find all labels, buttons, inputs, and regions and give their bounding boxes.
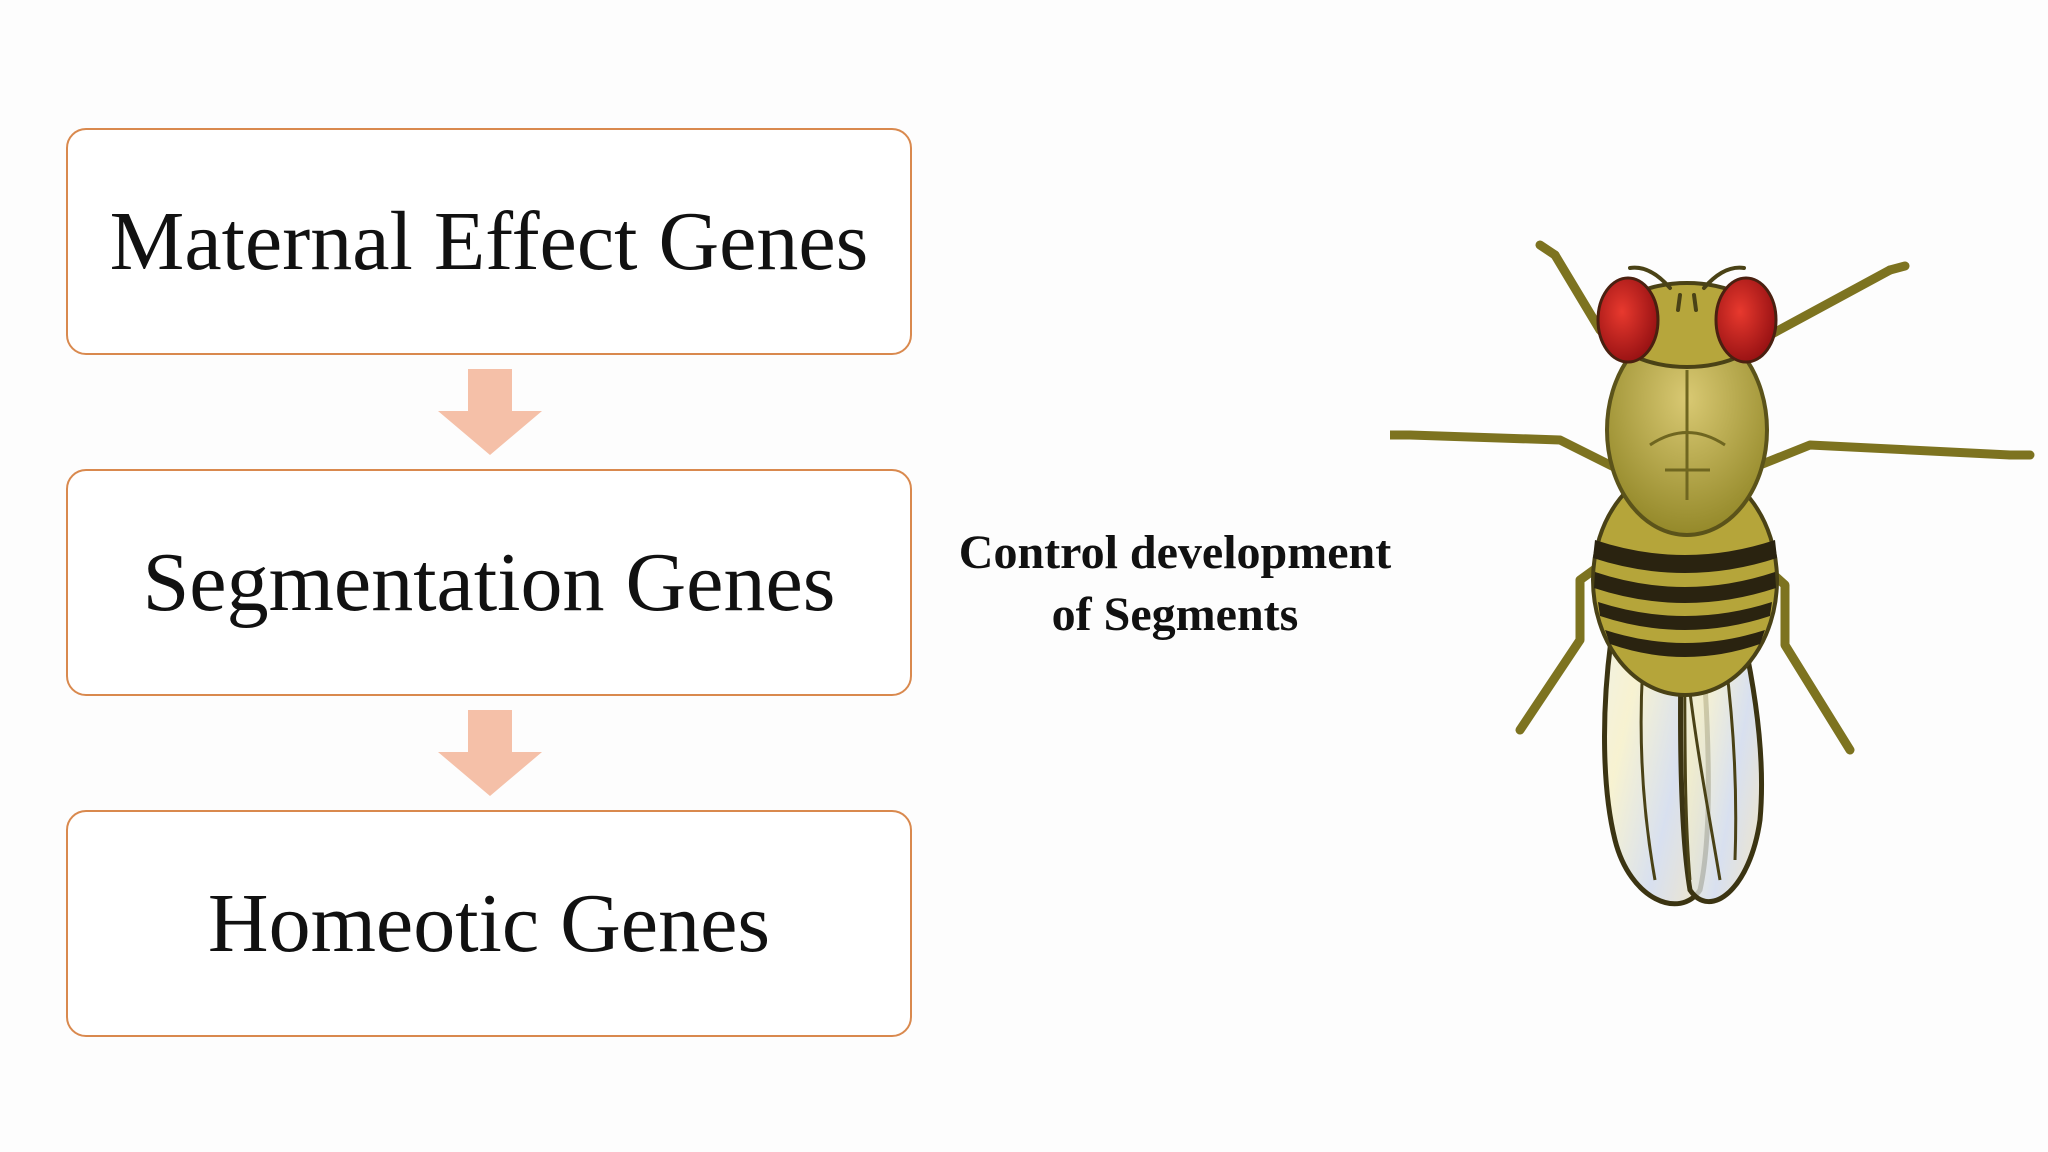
homeotic-genes-box: Homeotic Genes [66, 810, 912, 1037]
caption-line-1: Control development [958, 526, 1392, 579]
homeotic-genes-label: Homeotic Genes [207, 877, 771, 970]
segmentation-genes-box: Segmentation Genes [66, 469, 912, 696]
down-arrow-1 [438, 369, 542, 455]
fruit-fly-icon [1390, 240, 2035, 907]
segment-development-caption: Control development of Segments [920, 522, 1430, 646]
down-arrow-2 [438, 710, 542, 796]
caption-line-2: of Segments [1051, 588, 1299, 641]
maternal-effect-genes-label: Maternal Effect Genes [109, 195, 869, 288]
segmentation-genes-label: Segmentation Genes [142, 536, 836, 629]
maternal-effect-genes-box: Maternal Effect Genes [66, 128, 912, 355]
